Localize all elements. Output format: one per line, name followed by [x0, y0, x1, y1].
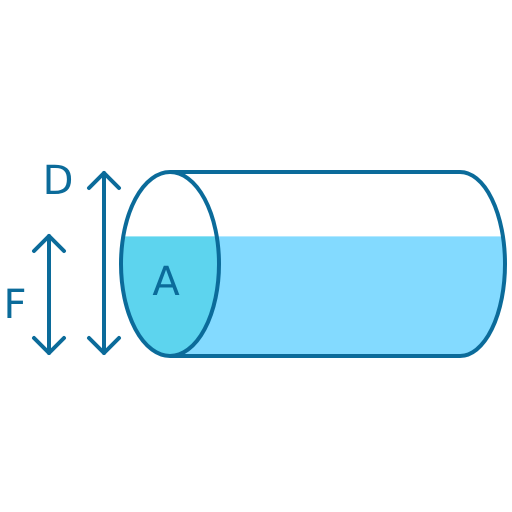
- diameter-arrow: [87, 171, 121, 355]
- tank-end-face-outline: [119, 170, 221, 358]
- liquid-body: [170, 236, 505, 356]
- area-label: A: [152, 259, 180, 305]
- diameter-label: D: [43, 158, 74, 204]
- tank-body-outline: [170, 170, 507, 358]
- fill-height-arrow: [32, 234, 66, 355]
- fill-height-label: F: [3, 282, 26, 328]
